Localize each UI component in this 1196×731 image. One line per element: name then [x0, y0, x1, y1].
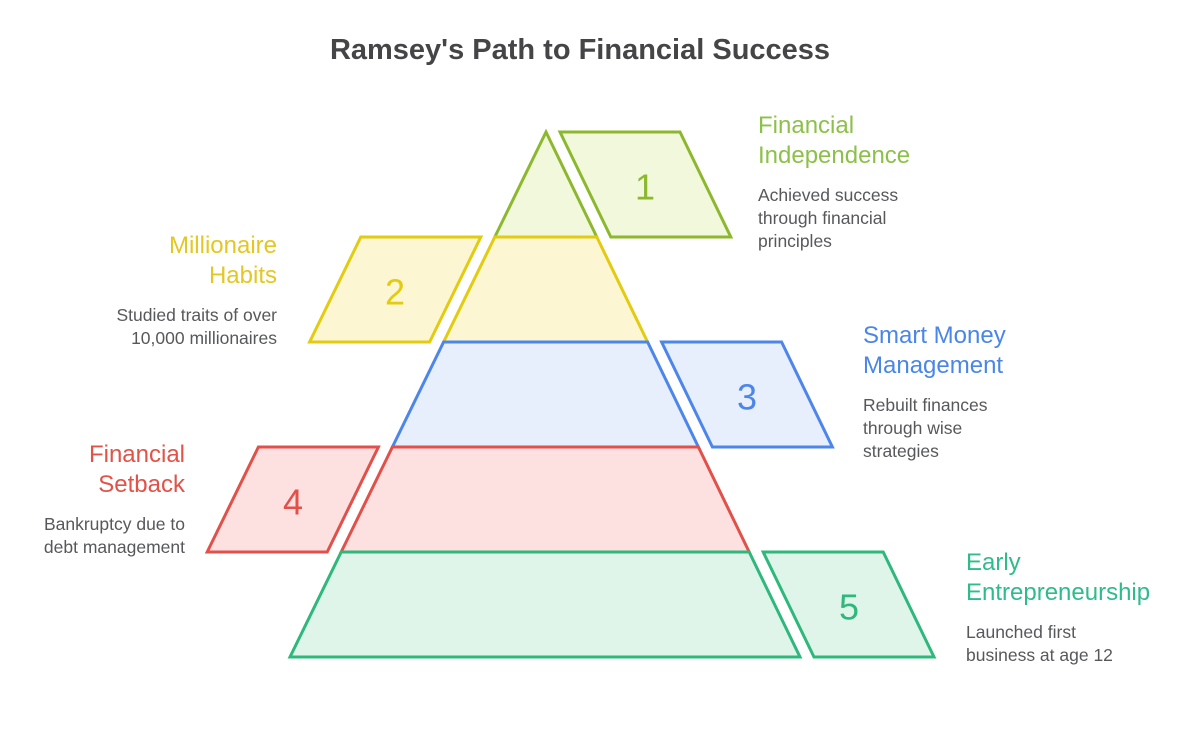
- tab-number-3: 3: [737, 377, 757, 418]
- pyramid-layer-3: [389, 340, 701, 449]
- number-tab-5: [760, 550, 937, 659]
- stage-label-2: Millionaire Habits: [168, 232, 277, 289]
- stage-label-4: Financial Setback: [88, 441, 185, 498]
- stage-description-1: Achieved success through financial princ…: [758, 185, 899, 251]
- number-tab-3: [659, 340, 835, 449]
- stage-text-2: Millionaire Habits Studied traits of ove…: [17, 231, 278, 350]
- stage-description-4: Bankruptcy due to debt management: [43, 514, 185, 557]
- tab-number-5: 5: [839, 587, 859, 628]
- stage-label-1: Financial Independence: [758, 112, 911, 169]
- number-tab-4: [204, 445, 381, 554]
- page-title: Ramsey's Path to Financial Success: [329, 34, 831, 66]
- pyramid-layer-5: [287, 550, 803, 659]
- stage-label-5: Early Entrepreneurship: [966, 549, 1151, 606]
- stage-description-3: Rebuilt finances through wise strategies: [863, 395, 988, 461]
- tab-number-4: 4: [283, 482, 303, 523]
- pyramid-layer-4: [338, 445, 752, 554]
- stage-description-5: Launched first business at age 12: [966, 622, 1113, 665]
- stage-text-3: Smart Money Management Rebuilt finances …: [863, 321, 1103, 463]
- number-tab-1: [557, 130, 734, 239]
- stage-text-1: Financial Independence Achieved success …: [758, 111, 998, 253]
- stage-description-2: Studied traits of over 10,000 millionair…: [116, 305, 278, 348]
- stage-text-4: Financial Setback Bankruptcy due to debt…: [15, 440, 185, 559]
- tab-number-1: 1: [635, 167, 655, 208]
- stage-text-5: Early Entrepreneurship Launched first bu…: [966, 548, 1196, 667]
- tab-number-2: 2: [385, 272, 405, 313]
- number-tab-2: [307, 235, 484, 344]
- stage-label-3: Smart Money Management: [863, 322, 1006, 379]
